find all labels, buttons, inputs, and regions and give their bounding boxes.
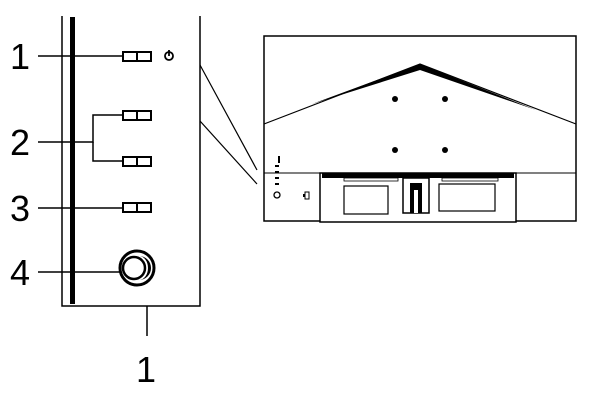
input-button (122, 202, 152, 213)
callout-leaders (38, 55, 123, 273)
monitor-back-view (263, 35, 577, 223)
control-panel-enlarged (61, 16, 201, 336)
panel-outline (61, 16, 201, 307)
port-block-right (438, 183, 496, 212)
joystick (118, 249, 156, 287)
callout-label-2: 2 (10, 122, 30, 163)
kensington-icon (303, 194, 305, 197)
power-button (122, 51, 152, 62)
menu-button-lower (122, 156, 152, 167)
port-bay-lip (322, 173, 514, 178)
callout-label-3: 3 (10, 188, 30, 229)
port-block-left (343, 185, 389, 215)
side-controls-mini (273, 156, 281, 199)
leader-2-upper (38, 114, 123, 143)
vesa-screws (392, 96, 448, 153)
port-label-left (343, 177, 399, 182)
power-icon (164, 50, 174, 61)
panel-front-edge (70, 17, 75, 304)
callout-label-4: 4 (10, 252, 30, 293)
menu-button-upper (122, 110, 152, 121)
callout-label-panel: 1 (136, 349, 156, 390)
leader-2-lower (92, 142, 123, 162)
callout-labels: 1 2 3 4 1 (10, 36, 156, 390)
port-label-right (441, 177, 499, 182)
zoom-lines (199, 64, 258, 185)
stand-neck (402, 177, 430, 214)
callout-label-1: 1 (10, 36, 30, 77)
